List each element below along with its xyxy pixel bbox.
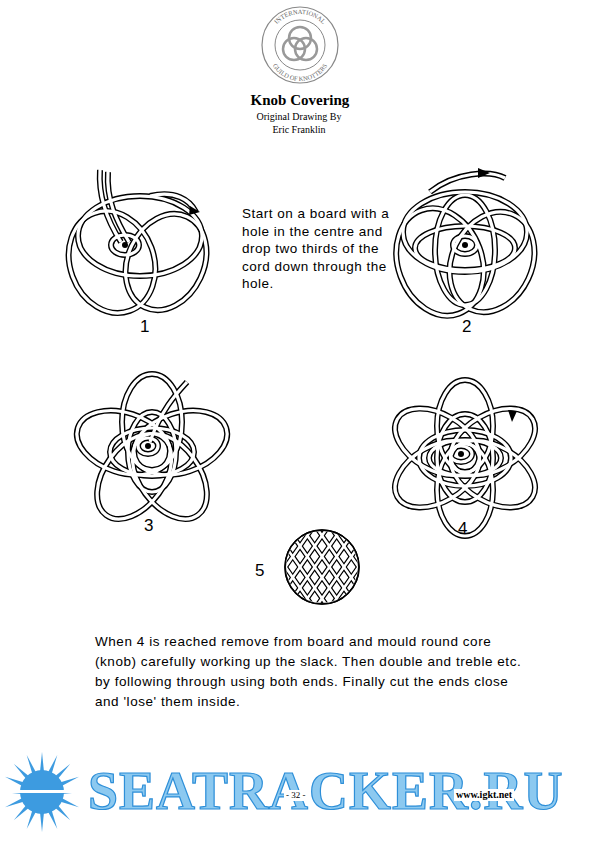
instruction-note: When 4 is reached remove from board and … <box>95 632 535 712</box>
step-number: 5 <box>255 562 264 579</box>
page-number: - 32 - <box>284 790 308 801</box>
credit-note: Original Drawing By Eric Franklin <box>248 110 350 136</box>
watermark-sun <box>2 752 82 832</box>
step-number: 3 <box>144 517 153 534</box>
step-number: 1 <box>140 318 149 335</box>
knot-step-2 <box>382 168 551 328</box>
knot-step-3 <box>69 374 236 533</box>
logo-text: INTERNATIONAL <box>273 8 328 25</box>
instruction-note: Start on a board with a hole in the cent… <box>242 205 404 293</box>
web-address: www.igkt.net <box>454 789 514 801</box>
step-number: 4 <box>458 520 467 537</box>
step-number: 2 <box>462 318 471 335</box>
knot-step-4 <box>383 380 546 536</box>
logo-text: GUILD OF KNOTTERS <box>272 62 329 82</box>
page-title: Knob Covering <box>150 92 450 109</box>
guild-logo: INTERNATIONAL GUILD OF KNOTTERS <box>262 7 338 83</box>
knot-step-1 <box>55 170 222 325</box>
finished-knob <box>270 511 373 622</box>
